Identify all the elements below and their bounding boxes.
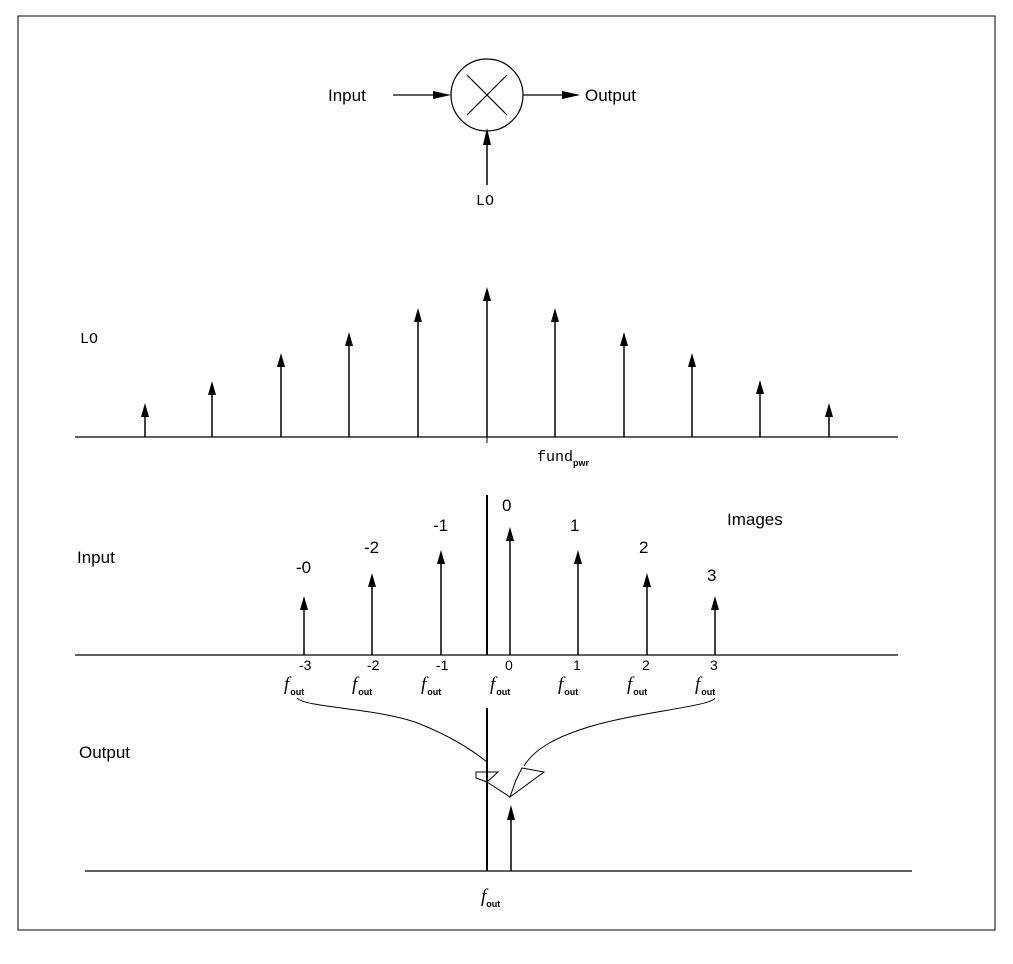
images-label: Images: [727, 510, 783, 529]
output-spectral-arrowhead: [507, 805, 515, 820]
input-image-line-arrowhead: [300, 596, 308, 610]
image-freq-label: fout: [421, 674, 441, 697]
figure-frame: [17, 15, 996, 931]
image-freq-superscript: 1: [573, 657, 581, 673]
lo-spectral-lines: [141, 287, 833, 437]
image-freq-base: f: [352, 674, 360, 695]
lo-spectrum: LO fundpwr: [75, 287, 898, 468]
mixer-lo-label: LO: [476, 193, 494, 210]
right-fold-arrowhead: [508, 767, 546, 799]
output-freq-label: fout: [481, 886, 500, 909]
image-freq-superscript: 0: [505, 657, 513, 673]
input-spectrum-label: Input: [77, 548, 115, 567]
input-image-line-arrowhead: [711, 596, 719, 610]
input-spectrum: Input Images -0fout-3-2fout-2-1fout-10fo…: [75, 495, 898, 697]
lo-axis-label: fundpwr: [537, 449, 590, 468]
input-arrow-head: [433, 91, 451, 99]
left-fold-curve: [296, 697, 488, 763]
lo-spectral-line-arrowhead: [345, 332, 353, 346]
image-freq-superscript: -1: [436, 657, 449, 673]
image-freq-base: f: [284, 674, 292, 695]
image-freq-sub: out: [358, 687, 372, 697]
image-freq-sub: out: [290, 687, 304, 697]
image-freq-base: f: [558, 674, 566, 695]
image-freq-base: f: [490, 674, 498, 695]
lo-spectral-line-arrowhead: [141, 403, 149, 417]
image-freq-label: fout: [558, 674, 578, 697]
image-number-label: -1: [433, 516, 448, 535]
image-freq-sub: out: [427, 687, 441, 697]
input-image-lines: -0fout-3-2fout-2-1fout-10fout01fout12fou…: [284, 496, 719, 697]
image-number-label: -0: [296, 558, 311, 577]
lo-spectral-line-arrowhead: [756, 380, 764, 394]
input-image-line-arrowhead: [574, 550, 582, 564]
image-number-label: 0: [502, 496, 511, 515]
lo-axis-label-main: fund: [537, 449, 573, 466]
image-freq-sub: out: [701, 687, 715, 697]
fold-convergence-line: [486, 781, 511, 798]
mixer-output-label: Output: [585, 86, 636, 105]
image-freq-base: f: [695, 674, 703, 695]
lo-spectrum-label: LO: [80, 331, 98, 348]
lo-spectral-line-arrowhead: [620, 332, 628, 346]
image-fold-curves: [296, 697, 716, 799]
lo-arrow-head: [483, 128, 491, 145]
input-image-line-arrowhead: [368, 573, 376, 587]
input-image-line-arrowhead: [643, 573, 651, 587]
image-freq-superscript: -2: [367, 657, 380, 673]
mixer-cross-line: [466, 74, 508, 116]
lo-spectral-line-arrowhead: [483, 287, 491, 301]
image-freq-superscript: 2: [642, 657, 650, 673]
mixer-input-label: Input: [328, 86, 366, 105]
image-freq-label: fout: [627, 674, 647, 697]
lo-axis-label-sub: pwr: [573, 458, 589, 468]
lo-spectral-line-arrowhead: [688, 353, 696, 367]
image-freq-superscript: 3: [710, 657, 718, 673]
input-image-line-arrowhead: [506, 527, 514, 541]
image-number-label: -2: [364, 538, 379, 557]
image-freq-base: f: [627, 674, 635, 695]
image-freq-base: f: [421, 674, 429, 695]
output-arrow-head: [562, 91, 580, 99]
input-image-line-arrowhead: [437, 550, 445, 564]
image-freq-label: fout: [284, 674, 304, 697]
lo-spectral-line-arrowhead: [208, 381, 216, 395]
output-spectrum-label: Output: [79, 743, 130, 762]
image-freq-sub: out: [564, 687, 578, 697]
mixer-block: Input Output LO: [328, 58, 636, 210]
lo-spectral-line-arrowhead: [277, 353, 285, 367]
image-freq-label: fout: [352, 674, 372, 697]
image-freq-sub: out: [496, 687, 510, 697]
image-number-label: 1: [570, 516, 579, 535]
right-fold-curve: [523, 697, 716, 767]
image-freq-label: fout: [695, 674, 715, 697]
image-number-label: 3: [707, 566, 716, 585]
image-number-label: 2: [639, 538, 648, 557]
image-freq-sub: out: [633, 687, 647, 697]
output-freq-base: f: [481, 886, 489, 907]
lo-spectral-line-arrowhead: [414, 308, 422, 322]
lo-spectral-line-arrowhead: [825, 403, 833, 417]
output-freq-sub: out: [486, 899, 500, 909]
image-freq-label: fout: [490, 674, 510, 697]
lo-spectral-line-arrowhead: [551, 308, 559, 322]
image-freq-superscript: -3: [299, 657, 312, 673]
output-spectrum: Output fout: [79, 708, 912, 909]
